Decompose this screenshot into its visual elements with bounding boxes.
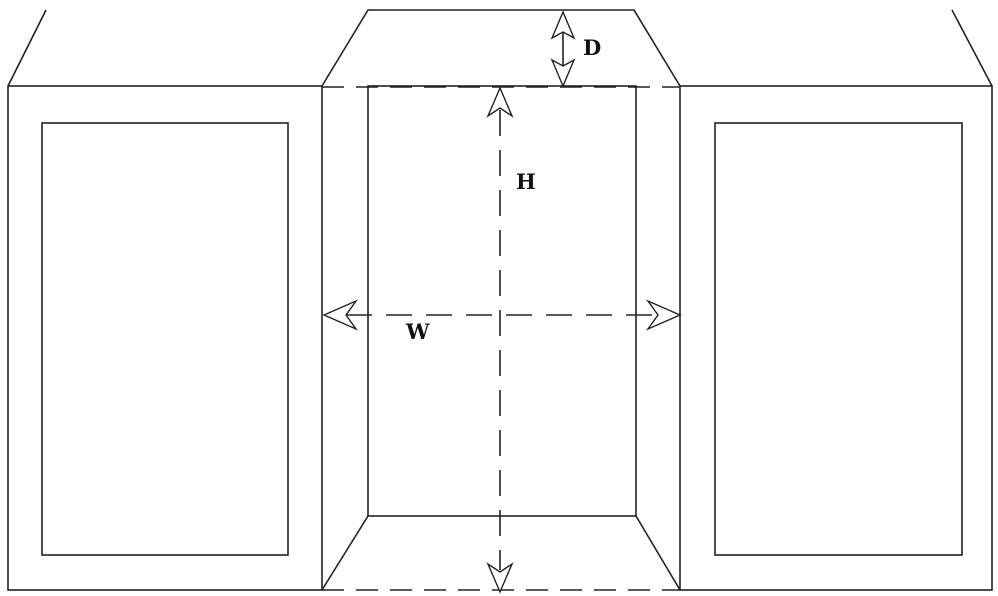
depth-arrow-up-icon — [550, 10, 576, 40]
height-dimension: H — [486, 86, 536, 594]
left-cabinet — [7, 9, 323, 591]
left-cabinet-top-edge — [7, 9, 47, 87]
center-back-panel — [367, 85, 637, 517]
width-label: W — [405, 319, 430, 344]
depth-label: D — [583, 35, 601, 60]
left-cabinet-frame — [7, 85, 323, 591]
center-bottom-left-edge — [321, 515, 369, 591]
right-cabinet-frame — [679, 85, 993, 591]
height-arrow-down-icon — [486, 562, 514, 594]
right-cabinet-door-panel — [714, 122, 963, 556]
width-arrow-left-icon — [322, 299, 359, 331]
width-dimension: W — [322, 299, 682, 344]
center-bottom-right-edge — [635, 515, 681, 591]
depth-arrow-down-icon — [550, 58, 576, 88]
height-arrow-up-icon — [486, 86, 514, 118]
width-arrow-right-icon — [645, 299, 682, 331]
right-cabinet-top-edge — [951, 9, 993, 87]
depth-dimension: D — [550, 10, 601, 88]
left-cabinet-door-panel — [41, 122, 289, 556]
height-label: H — [516, 169, 536, 194]
center-top-panel — [321, 9, 681, 87]
right-cabinet — [679, 9, 993, 591]
